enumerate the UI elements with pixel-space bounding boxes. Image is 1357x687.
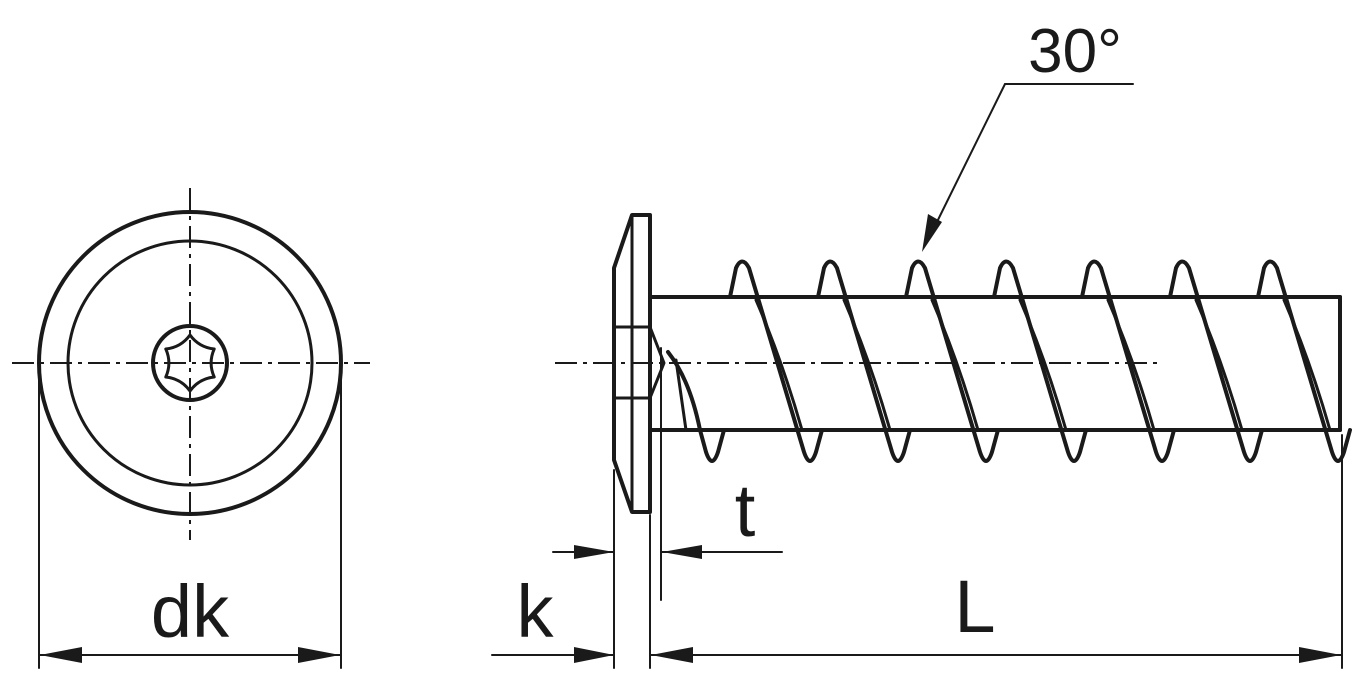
torx-recess-icon [151,324,229,402]
angle-leader-diagonal [931,83,1006,233]
t-arrow-left [574,545,614,559]
angle-leader-arrow [922,214,942,252]
k-label: k [517,570,555,653]
dk-arrow-right [298,647,340,663]
thread-crest [904,259,1000,463]
thread-helix-inner [754,298,804,432]
front-view: dk [12,188,370,669]
thread-crest [816,259,912,463]
L-label: L [954,565,995,648]
thread-helix-inner [1282,298,1332,432]
thread-crest [992,259,1088,463]
thread-helix-inner [1194,298,1244,432]
k-arrow [574,647,614,663]
thread-crest [728,259,824,463]
side-view: 30° t k L [491,17,1352,669]
L-arrow-right [1299,647,1341,663]
L-arrow-left [651,647,693,663]
t-arrow-right [662,545,702,559]
thread-helix-inner [1018,298,1068,432]
dk-arrow-left [40,647,82,663]
thread-start-inner [674,358,688,432]
angle-label: 30° [1028,17,1122,86]
thread-crest [1168,259,1264,463]
head-recess-lines [612,325,666,400]
thread-start [666,350,726,463]
dk-label: dk [151,570,230,653]
t-label: t [735,469,756,552]
thread-crest [1080,259,1176,463]
